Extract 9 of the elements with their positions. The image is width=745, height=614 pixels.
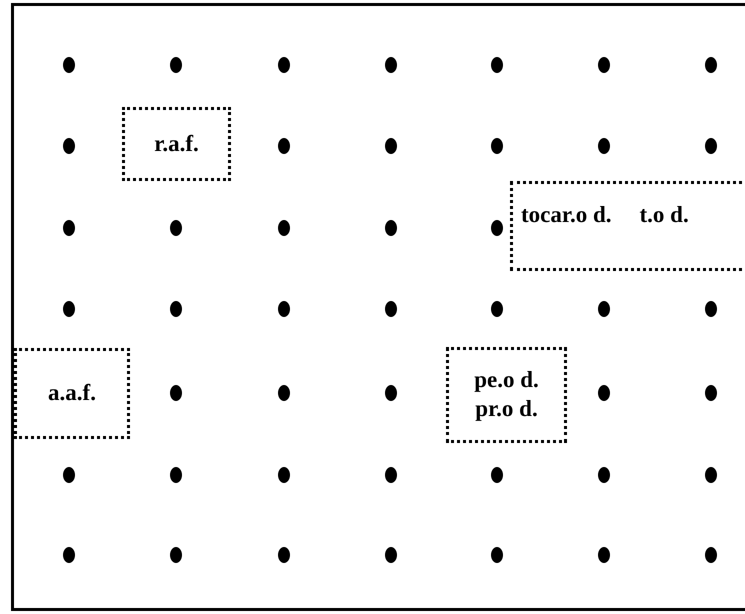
box-label: pe.o d. <box>474 366 539 394</box>
box-label: t.o d. <box>640 201 689 229</box>
box-label: a.a.f. <box>48 379 96 408</box>
dotted-label-box <box>446 347 567 443</box>
dotted-label-box <box>122 107 231 181</box>
box-label: pr.o d. <box>475 395 538 423</box>
box-label: r.a.f. <box>154 130 199 158</box>
box-label: tocar.o d. <box>521 201 612 229</box>
dotted-label-box <box>14 348 130 439</box>
